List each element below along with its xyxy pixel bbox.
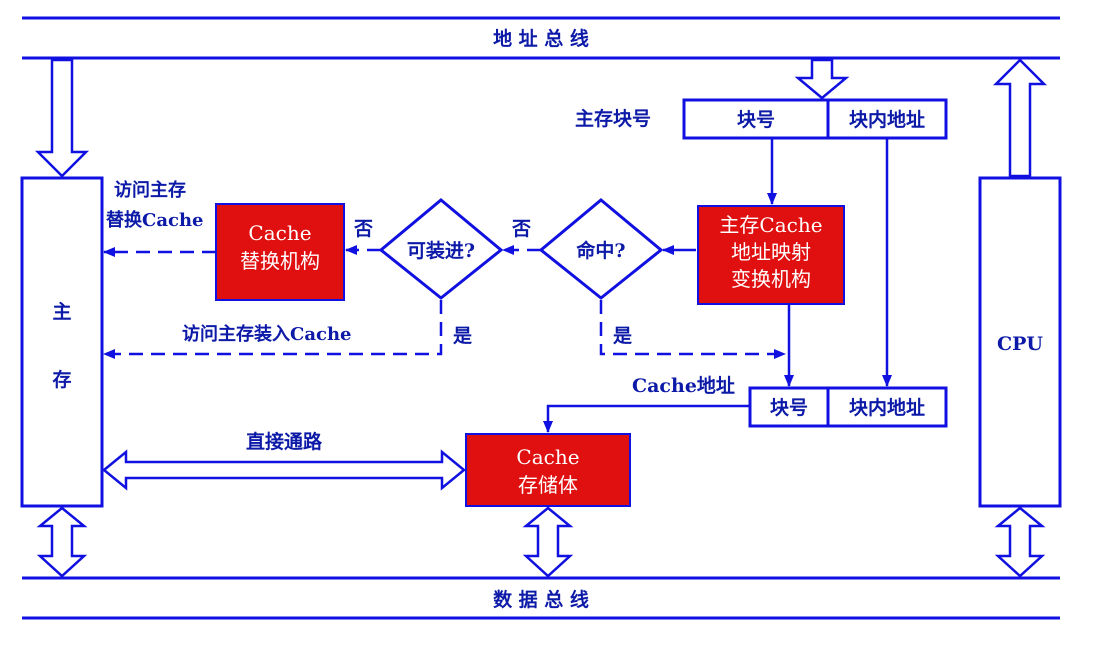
main-address-label: 主存块号: [575, 107, 651, 130]
hit-no-label: 否: [511, 218, 531, 240]
direct-path-arrow: [102, 449, 466, 491]
hit-yes-label: 是: [613, 325, 632, 347]
address-bus: 地 址 总 线: [22, 16, 1060, 60]
cpu-box: CPU: [978, 176, 1062, 508]
address-mapping-unit: 主存Cache 地址映射 变换机构: [697, 205, 845, 305]
replacer-line-1: Cache: [248, 221, 311, 245]
cache-replacement-unit: Cache 替换机构: [215, 203, 345, 301]
hit-decision-label: 命中?: [576, 239, 625, 262]
can-load-yes-arrow: [103, 300, 443, 359]
cpu-label: CPU: [997, 333, 1043, 355]
load-path-label: 访问主存装入Cache: [182, 323, 352, 345]
mapper-line-3: 变换机构: [731, 267, 811, 291]
cache-address-to-storage-arrow: [543, 404, 750, 433]
cache-data-bus-arrow: [522, 506, 574, 578]
replace-path-label-1: 访问主存: [114, 179, 186, 201]
mapper-line-1: 主存Cache: [719, 213, 822, 237]
address-bus-label: 地 址 总 线: [493, 27, 589, 50]
cpu-data-bus-arrow: [994, 506, 1046, 578]
hit-decision: 命中?: [538, 198, 664, 300]
cache-block-number: 块号: [770, 397, 808, 419]
main-memory-label-2: 存: [52, 368, 71, 391]
can-load-decision: 可装进?: [378, 198, 504, 300]
main-memory-label-1: 主: [52, 301, 71, 323]
cache-storage-line-2: 存储体: [518, 473, 578, 497]
data-bus-label: 数 据 总 线: [493, 588, 589, 611]
direct-path-label: 直接通路: [246, 430, 323, 453]
cache-address-label: Cache地址: [632, 374, 735, 397]
cpu-to-addr-bus-arrow: [992, 58, 1048, 178]
memory-data-bus-arrow: [36, 506, 88, 578]
main-memory-box: 主 存: [20, 176, 104, 508]
can-load-decision-label: 可装进?: [407, 239, 475, 262]
addr-bus-to-memory-arrow: [34, 58, 90, 178]
main-block-offset: 块内地址: [849, 108, 925, 131]
cache-block-offset: 块内地址: [849, 396, 925, 419]
replace-path-label-2: 替换Cache: [106, 209, 204, 231]
hit-yes-arrow: [599, 300, 786, 359]
can-load-no-label: 否: [353, 218, 373, 240]
cache-storage-line-1: Cache: [516, 445, 579, 469]
main-address-register: 主存块号 块号 块内地址: [575, 98, 948, 140]
main-block-number: 块号: [737, 109, 775, 131]
cache-address-register: Cache地址 块号 块内地址: [632, 374, 948, 428]
addr-bus-to-register-arrow: [794, 58, 850, 100]
data-bus: 数 据 总 线: [22, 576, 1060, 620]
mapper-line-2: 地址映射: [731, 240, 811, 264]
replacer-line-2: 替换机构: [240, 249, 320, 273]
can-load-yes-label: 是: [453, 325, 472, 347]
cache-storage: Cache 存储体: [465, 433, 631, 507]
